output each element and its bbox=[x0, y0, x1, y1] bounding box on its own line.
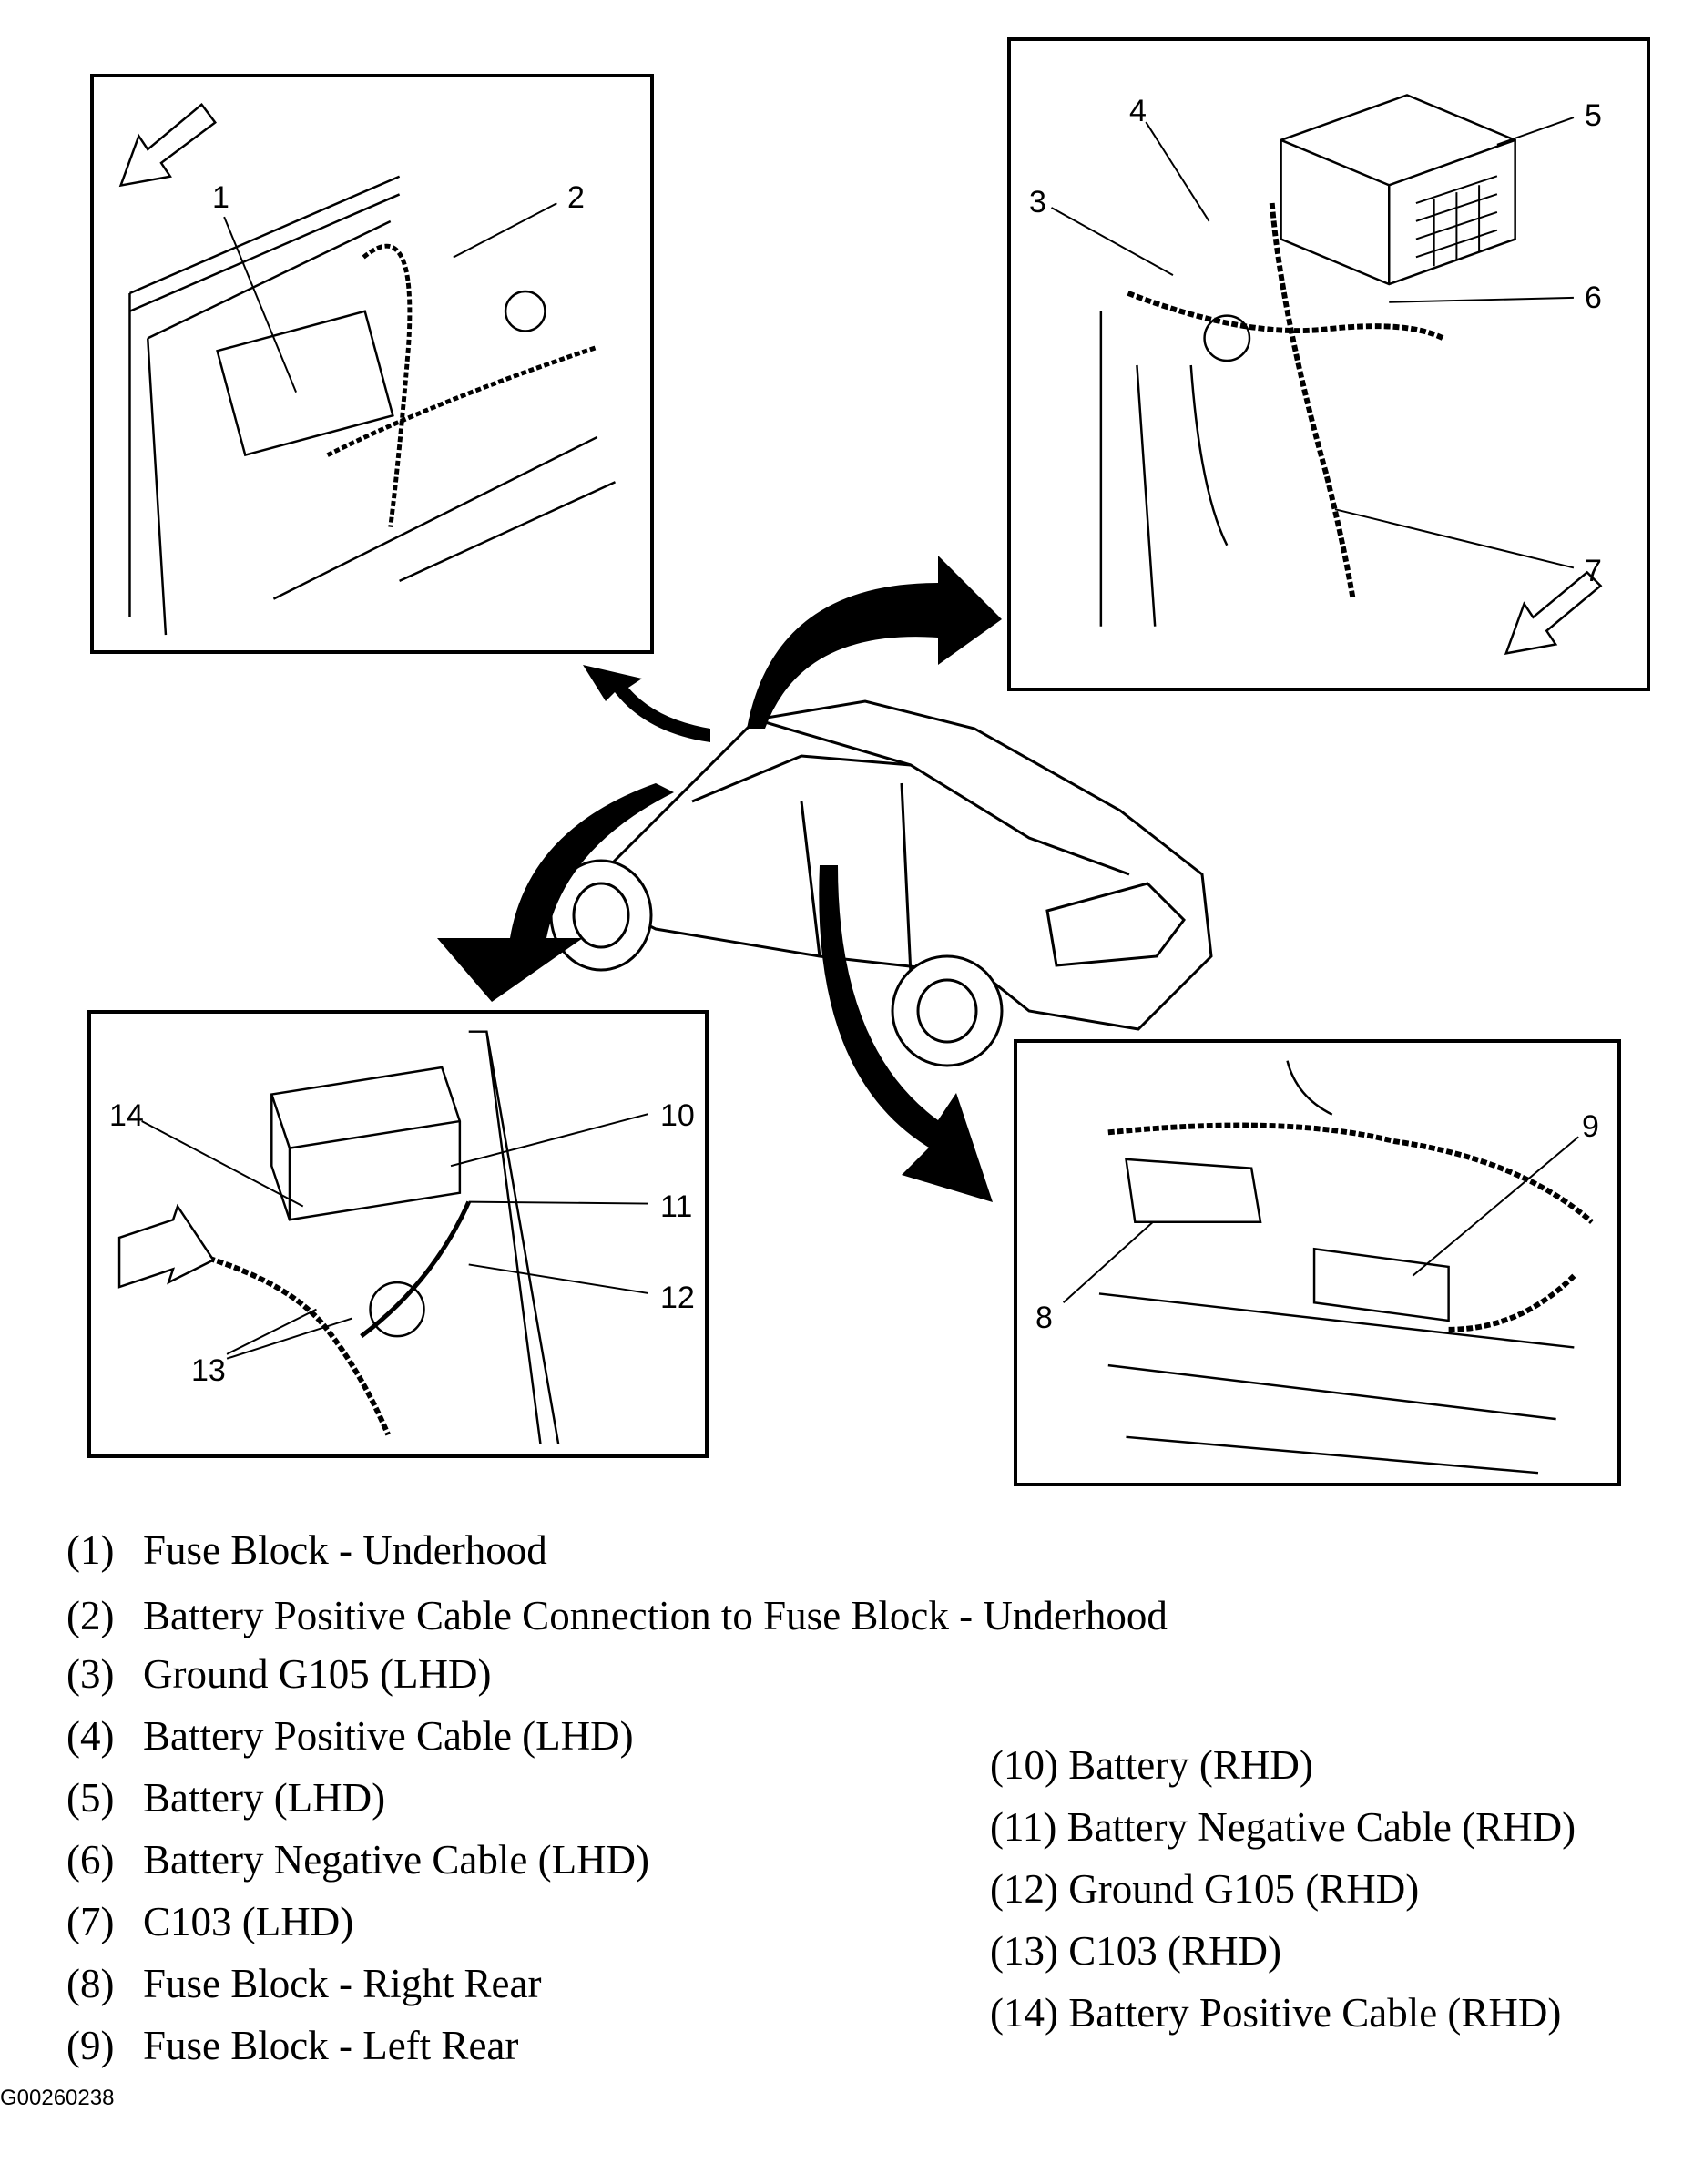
legend-item: (11) Battery Negative Cable (RHD) bbox=[990, 1804, 1576, 1850]
figure-code: G00260238 bbox=[0, 2086, 115, 2110]
legend-item: (1)Fuse Block - Underhood bbox=[66, 1527, 547, 1573]
callout-13: 13 bbox=[191, 1353, 226, 1388]
callout-14: 14 bbox=[109, 1098, 144, 1133]
legend-item: (12) Ground G105 (RHD) bbox=[990, 1866, 1420, 1912]
direction-arrow-icon bbox=[1504, 570, 1603, 655]
lhd-battery-illustration bbox=[1099, 94, 1603, 655]
callout-1: 1 bbox=[212, 180, 229, 215]
legend-item: (4)Battery Positive Cable (LHD) bbox=[66, 1713, 634, 1759]
callout-7: 7 bbox=[1585, 554, 1602, 588]
car-body bbox=[580, 699, 1213, 1031]
legend-item: (13) C103 (RHD) bbox=[990, 1928, 1281, 1974]
callout-11: 11 bbox=[660, 1189, 693, 1224]
direction-arrow-icon bbox=[118, 102, 217, 188]
wheel-front bbox=[549, 859, 653, 972]
wheel-rear bbox=[891, 954, 1004, 1067]
callout-8: 8 bbox=[1035, 1301, 1053, 1335]
arrow-to-lhd-battery bbox=[747, 556, 1002, 729]
panel-rhd-battery: 14 10 11 12 13 bbox=[87, 1010, 709, 1458]
direction-arrow-icon bbox=[117, 1203, 216, 1289]
callout-4: 4 bbox=[1129, 94, 1147, 128]
arrow-to-rear-fuse bbox=[819, 865, 993, 1202]
legend-item: (6)Battery Negative Cable (LHD) bbox=[66, 1837, 650, 1883]
legend-item: (8)Fuse Block - Right Rear bbox=[66, 1961, 542, 2006]
callout-3: 3 bbox=[1029, 185, 1046, 219]
legend-item: (10) Battery (RHD) bbox=[990, 1742, 1313, 1788]
underhood-illustration bbox=[118, 102, 617, 636]
rhd-battery-illustration bbox=[117, 1030, 560, 1444]
callout-2: 2 bbox=[567, 180, 585, 215]
arrow-to-underhood bbox=[583, 665, 710, 742]
legend-item: (2)Battery Positive Cable Connection to … bbox=[66, 1593, 1168, 1638]
legend-item: (9)Fuse Block - Left Rear bbox=[66, 2023, 519, 2068]
legend-item: (7)C103 (LHD) bbox=[66, 1899, 354, 1944]
legend-item: (5)Battery (LHD) bbox=[66, 1775, 386, 1821]
arrow-to-rhd-battery bbox=[437, 783, 674, 1002]
panel-underhood-fuse-block: 1 2 bbox=[90, 74, 654, 654]
legend-item: (3)Ground G105 (LHD) bbox=[66, 1651, 492, 1697]
callout-6: 6 bbox=[1585, 281, 1602, 315]
panel-lhd-battery: 3 4 5 6 7 bbox=[1007, 37, 1650, 691]
callout-5: 5 bbox=[1585, 98, 1602, 133]
callout-9: 9 bbox=[1582, 1109, 1599, 1144]
rear-fuse-illustration bbox=[1098, 1060, 1594, 1475]
panel-rear-fuse-blocks: 8 9 bbox=[1014, 1039, 1621, 1486]
callout-10: 10 bbox=[660, 1098, 695, 1133]
callout-12: 12 bbox=[660, 1281, 695, 1315]
legend-item: (14) Battery Positive Cable (RHD) bbox=[990, 1990, 1562, 2036]
